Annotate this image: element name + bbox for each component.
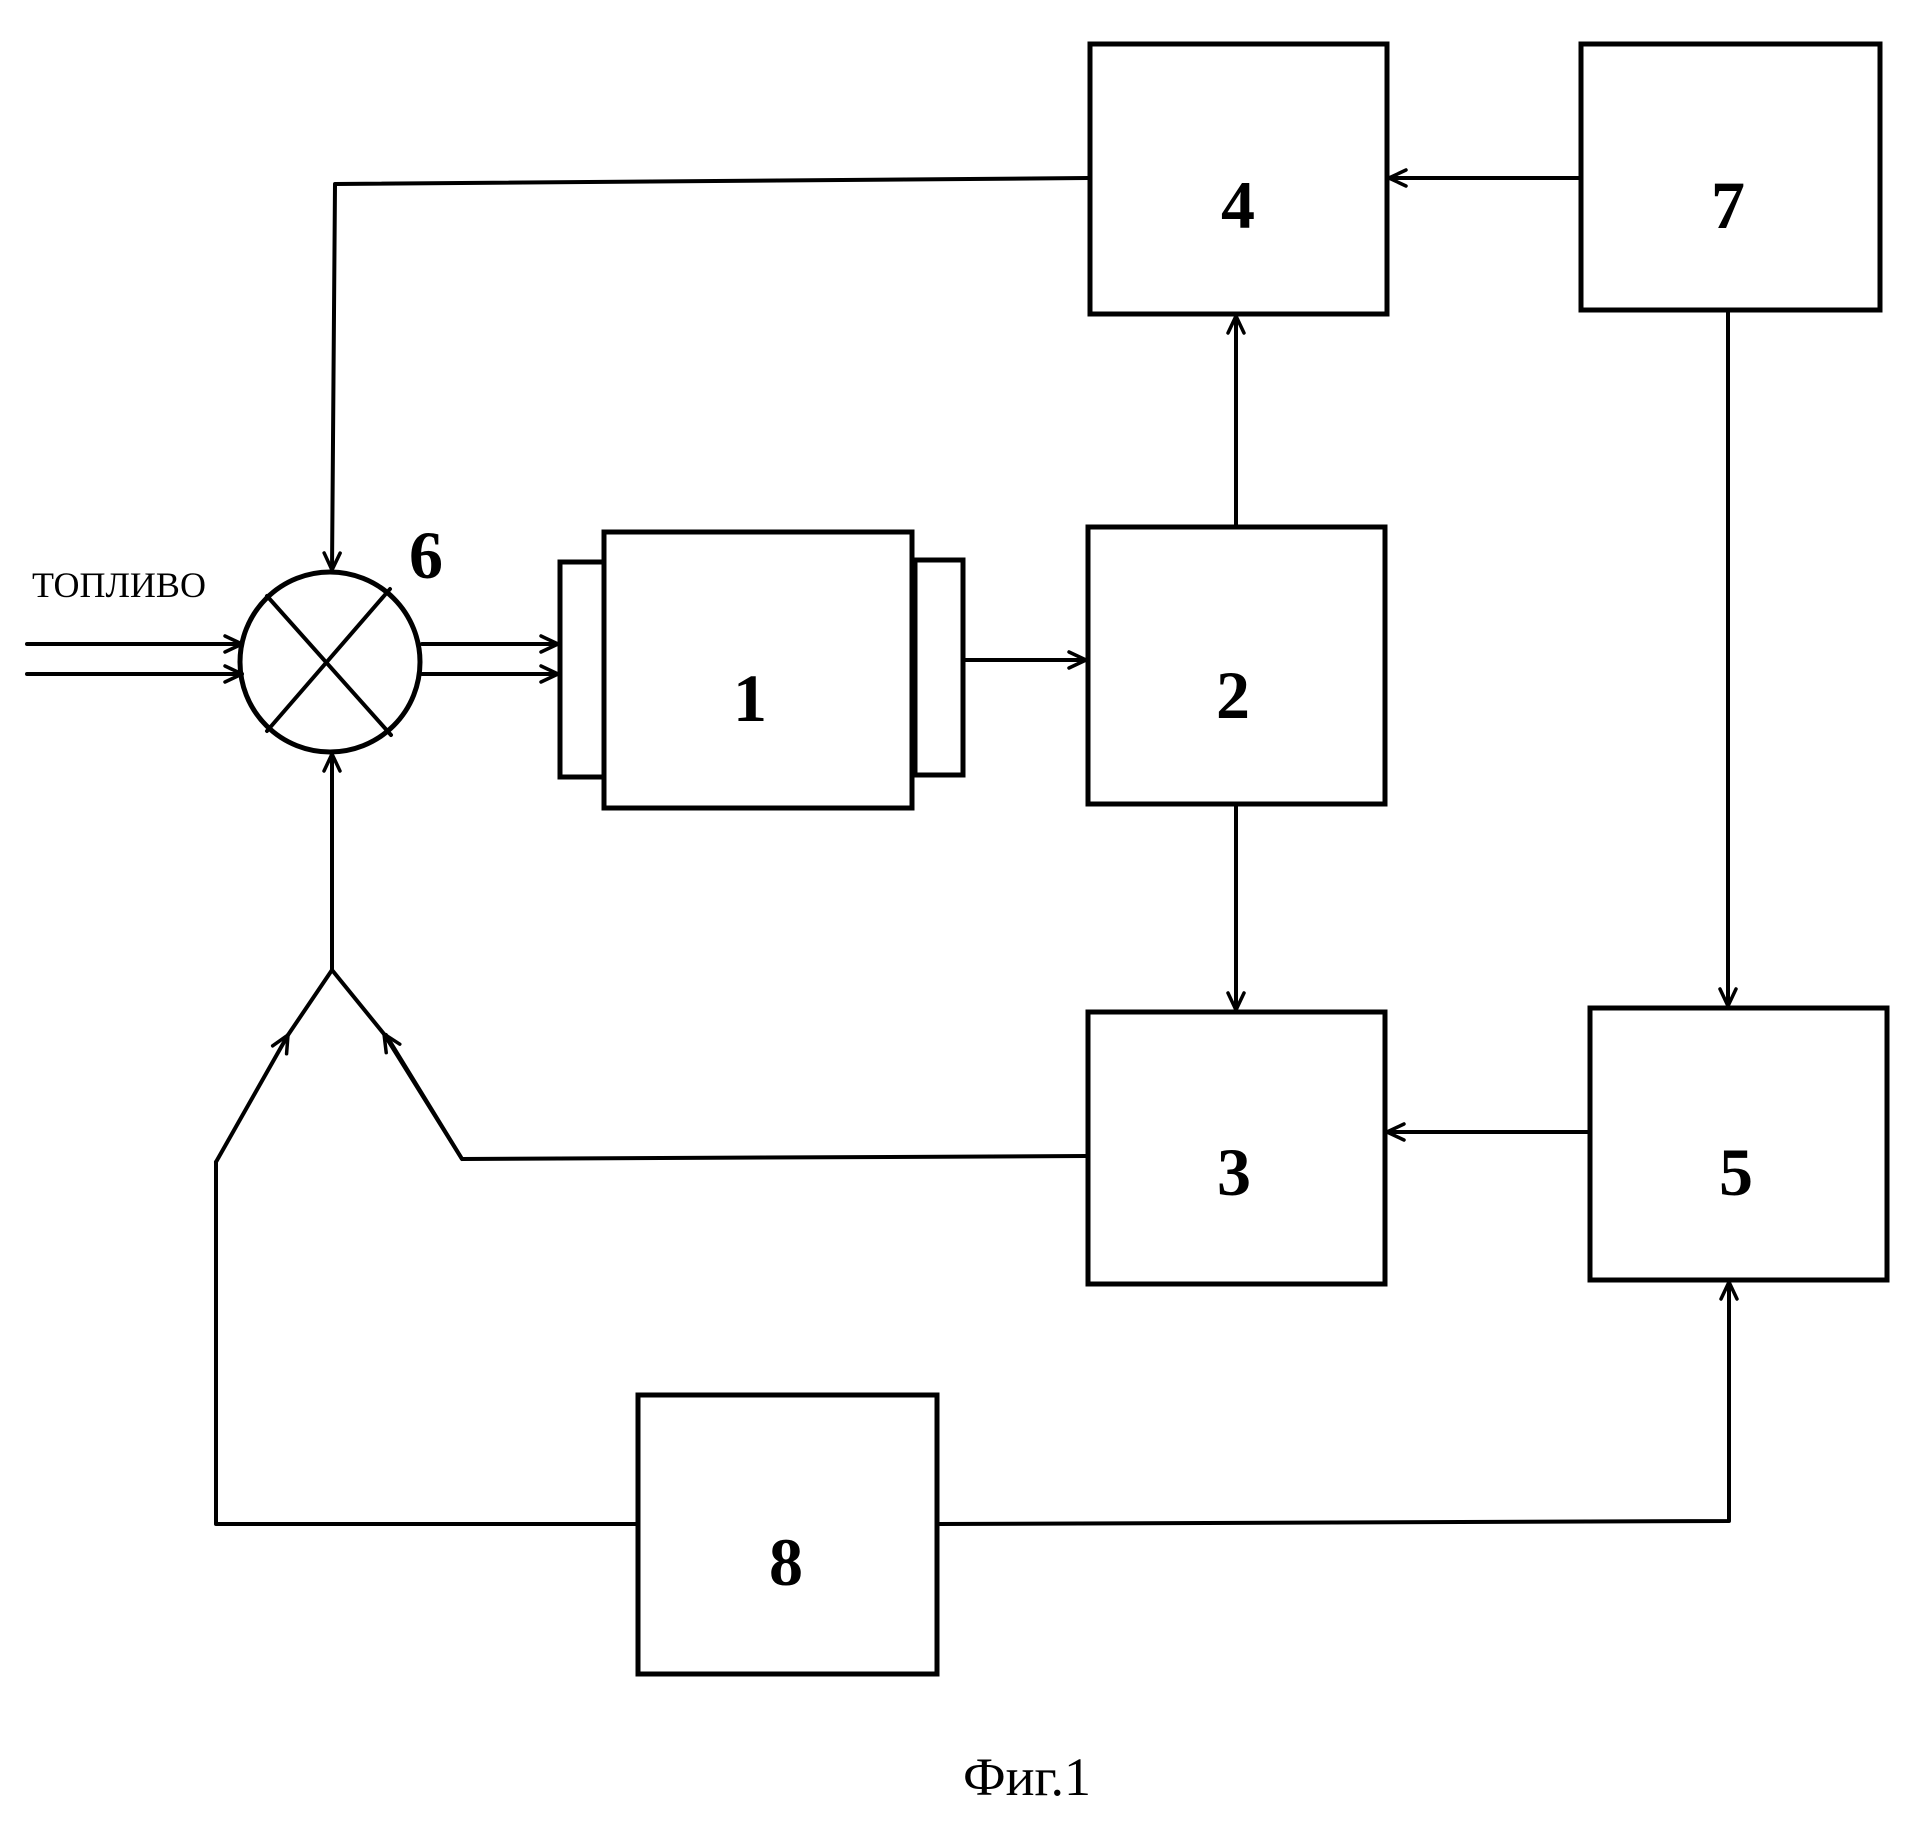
block-5-label: 5 [1719,1134,1753,1210]
connector-8-junction-tail [288,970,332,1035]
connector-8-junction-arrow [216,1035,288,1162]
block-8-label: 8 [769,1524,803,1600]
block-2: 2 [1088,527,1385,804]
block-8: 8 [638,1395,937,1674]
block-1-inlet-flange [560,562,606,777]
connector-3-to-junction [386,1035,1086,1159]
block-7: 7 [1581,44,1880,310]
block-1: 1 [560,532,963,808]
connector-8-to-5 [939,1282,1729,1524]
block-3: 3 [1088,1012,1385,1284]
block-5: 5 [1590,1008,1887,1280]
connector-3-junction-tail [332,970,384,1034]
connector-6-to-1 [422,644,558,674]
block-3-label: 3 [1217,1134,1251,1210]
figure-caption: Фиг.1 [963,1747,1091,1807]
block-2-label: 2 [1216,657,1250,733]
fuel-input-lines [27,644,242,674]
connector-4-to-6 [332,178,1088,570]
block-6-label: 6 [409,517,443,593]
block-1-label: 1 [733,660,767,736]
block-7-label: 7 [1711,167,1745,243]
valve-6: 6 [240,517,443,752]
block-1-outlet-flange [915,560,963,775]
connector-8-to-junction [216,1162,636,1524]
block-4-label: 4 [1221,167,1255,243]
connector-3-junction-arrow [384,1034,462,1159]
block-4: 4 [1090,44,1387,314]
fuel-input-label: ТОПЛИВО [32,565,206,605]
